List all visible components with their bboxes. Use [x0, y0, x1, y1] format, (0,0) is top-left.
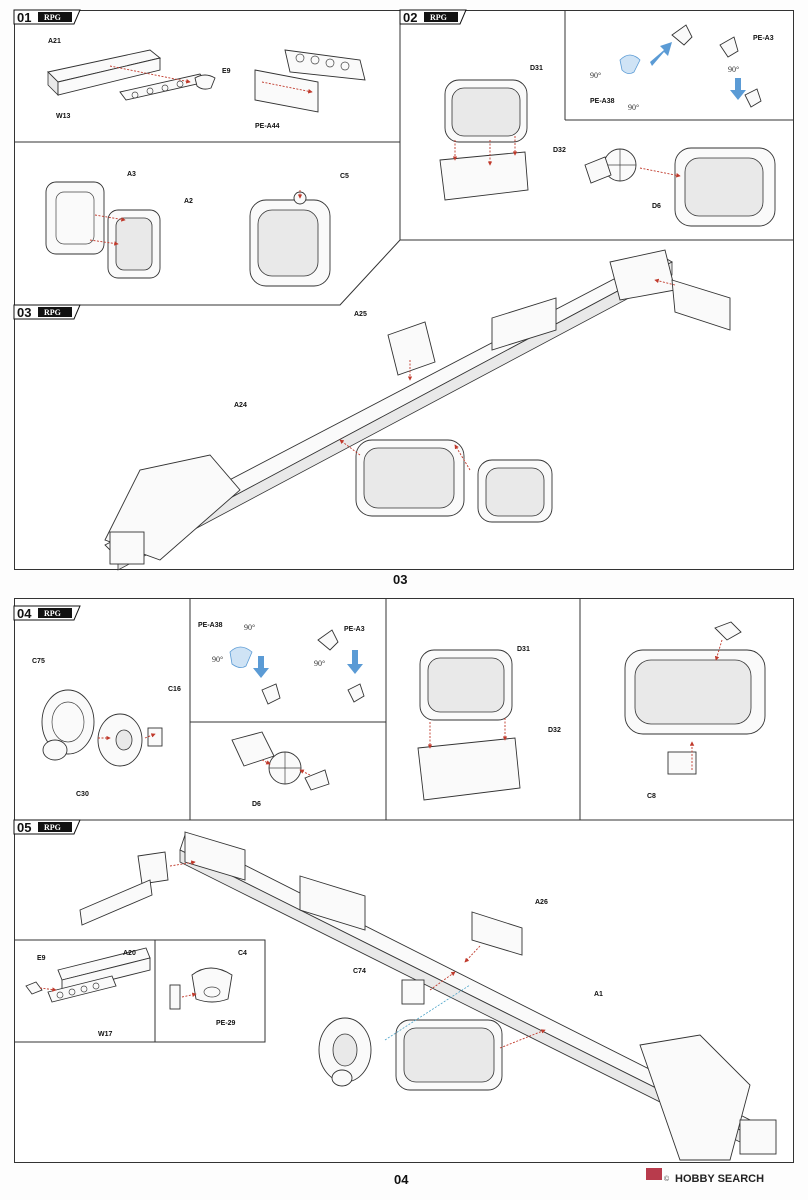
label-D6-b: D6 [252, 801, 261, 808]
label-A25: A25 [354, 311, 367, 318]
label-C5: C5 [340, 173, 349, 180]
step-02-number: 02 [403, 10, 417, 25]
step-04-tank-assembly [417, 649, 521, 801]
step-04-header: 04 RPG [13, 605, 81, 621]
step-01-header: 01 RPG [13, 9, 81, 25]
page-number-04: 04 [394, 1172, 409, 1187]
top-panel-borders [14, 10, 794, 306]
step-01-tank-assembly [45, 181, 331, 287]
angle-90-d: 90° [244, 623, 255, 632]
label-PE-A3-b: PE-A3 [344, 626, 365, 633]
label-A1: A1 [594, 991, 603, 998]
page-number-03: 03 [393, 572, 408, 587]
label-PE-A38: PE-A38 [590, 98, 615, 105]
label-W13: W13 [56, 113, 71, 120]
step-02-tank-assembly [439, 24, 776, 227]
watermark-tag: © [664, 1175, 670, 1183]
step-04-d6-assembly [231, 731, 330, 791]
label-D32: D32 [553, 147, 566, 154]
step-05-chassis-frame [79, 831, 777, 1161]
step-05-header: 05 RPG [13, 819, 81, 835]
step-02-header: 02 RPG [399, 9, 467, 25]
label-PE-A44: PE-A44 [255, 123, 280, 130]
label-C8: C8 [647, 793, 656, 800]
label-D32-b: D32 [548, 727, 561, 734]
label-A2: A2 [184, 198, 193, 205]
step-02-brand: RPG [430, 13, 447, 22]
label-A20: A20 [123, 950, 136, 957]
label-C16: C16 [168, 686, 181, 693]
hobby-search-watermark: © HOBBY SEARCH [646, 1168, 764, 1185]
step-04-c8-assembly [624, 621, 766, 775]
step-05-brand: RPG [44, 823, 61, 832]
label-A3: A3 [127, 171, 136, 178]
step-04-brand: RPG [44, 609, 61, 618]
label-PE-29: PE-29 [216, 1020, 236, 1027]
step-03-brand: RPG [44, 308, 61, 317]
watermark-brand: HOBBY SEARCH [675, 1173, 764, 1185]
step-05-inset-rail [25, 947, 151, 1003]
bottom-panel-borders [14, 598, 794, 1043]
step-01-number: 01 [17, 10, 31, 25]
label-C74: C74 [353, 968, 366, 975]
step-01-brand: RPG [44, 13, 61, 22]
angle-90-c: 90° [728, 65, 739, 74]
label-PE-A38-b: PE-A38 [198, 622, 223, 629]
step-04-pe-parts [229, 629, 365, 705]
label-A24: A24 [234, 402, 247, 409]
angle-90-e: 90° [212, 655, 223, 664]
step-03-chassis-frame [104, 249, 731, 571]
label-D31-b: D31 [517, 646, 530, 653]
label-C30: C30 [76, 791, 89, 798]
label-E9-b: E9 [37, 955, 46, 962]
angle-90-a: 90° [590, 71, 601, 80]
step-03-number: 03 [17, 305, 31, 320]
step-03-header: 03 RPG [13, 304, 81, 320]
label-D6: D6 [652, 203, 661, 210]
label-PE-A3: PE-A3 [753, 35, 774, 42]
step-04-wheel-assembly [41, 689, 163, 767]
label-E9: E9 [222, 68, 231, 75]
step-05-inset-c4 [169, 967, 233, 1010]
label-A26: A26 [535, 899, 548, 906]
step-01-rail-assembly [47, 49, 366, 113]
label-C4: C4 [238, 950, 247, 957]
label-D31: D31 [530, 65, 543, 72]
label-A21: A21 [48, 38, 61, 45]
step-05-number: 05 [17, 820, 31, 835]
angle-90-f: 90° [314, 659, 325, 668]
step-04-number: 04 [17, 606, 32, 621]
label-W17: W17 [98, 1031, 113, 1038]
label-C75: C75 [32, 658, 45, 665]
angle-90-b: 90° [628, 103, 639, 112]
